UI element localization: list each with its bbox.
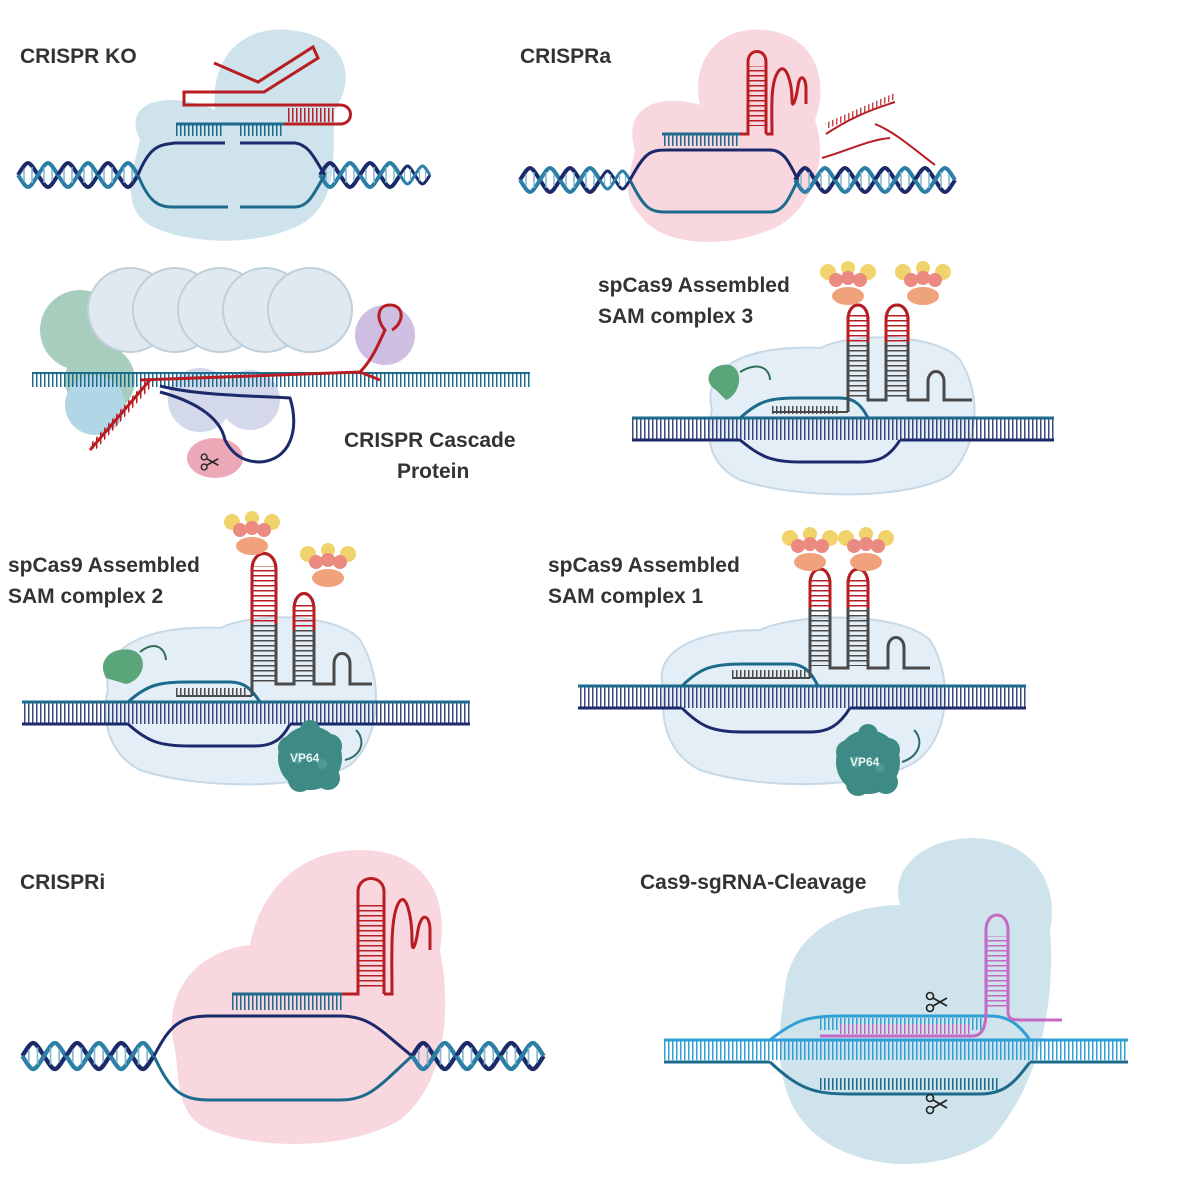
panel-crispri: CRISPRi — [20, 850, 544, 1144]
vp64-label: VP64 — [290, 751, 320, 765]
sgrna-scaffold — [250, 552, 372, 696]
label-crispr-ko: CRISPR KO — [20, 45, 137, 68]
label-cascade-line2: Protein — [397, 460, 469, 483]
label-cascade-line1: CRISPR Cascade — [344, 429, 516, 452]
dna-helix-left — [22, 1043, 153, 1069]
sam-activator-domain — [224, 511, 280, 555]
sgrna-hairpin — [740, 50, 808, 136]
cascade-protein-subunits — [40, 267, 415, 478]
sam-activator-domain — [838, 527, 894, 571]
dna-helix-right — [318, 161, 432, 189]
dna-helix-right — [793, 166, 957, 194]
label-sam3-line1: spCas9 Assembled — [598, 274, 790, 297]
panel-sam2: VP64 spCas9 Assembled SAM complex 2 — [8, 511, 470, 792]
sgrna-hairpin — [342, 877, 432, 996]
panel-crispr-ko: CRISPR KO — [16, 29, 432, 241]
sam-activator-domain — [820, 261, 876, 305]
sam-activator-domain — [300, 543, 356, 587]
label-sam2-line1: spCas9 Assembled — [8, 554, 200, 577]
dna-helix-left — [518, 166, 632, 194]
cas9-protein-blob — [131, 29, 346, 241]
panel-sam1: VP64 spCas9 Assembled SAM complex 1 — [548, 527, 1026, 796]
mrna-transcripts — [821, 93, 936, 166]
label-sam1-line1: spCas9 Assembled — [548, 554, 740, 577]
panel-cleavage: Cas9-sgRNA-Cleavage — [640, 838, 1128, 1164]
label-crispra: CRISPRa — [520, 45, 611, 68]
panel-cascade: CRISPR Cascade Protein — [32, 267, 530, 483]
label-sam2-line2: SAM complex 2 — [8, 585, 163, 608]
dna-helix-left — [16, 161, 140, 189]
dna-bottom-strand — [136, 174, 327, 209]
sgrna-hairpin — [820, 913, 1062, 1038]
sam-activator-domain — [782, 527, 838, 571]
dcas9-protein-blob — [708, 336, 976, 496]
label-sam3-line2: SAM complex 3 — [598, 305, 753, 328]
dna-top-strand — [136, 141, 327, 176]
panel-crispra: CRISPRa — [518, 29, 957, 242]
label-crispri: CRISPRi — [20, 871, 105, 894]
label-cleavage: Cas9-sgRNA-Cleavage — [640, 871, 866, 894]
sam-activator-domain — [895, 261, 951, 305]
vp64-label: VP64 — [850, 755, 880, 769]
panel-sam3: spCas9 Assembled SAM complex 3 — [598, 261, 1054, 496]
label-sam1-line2: SAM complex 1 — [548, 585, 704, 608]
sgrna-scaffold — [846, 303, 972, 412]
sgrna-hairpin — [182, 44, 352, 126]
